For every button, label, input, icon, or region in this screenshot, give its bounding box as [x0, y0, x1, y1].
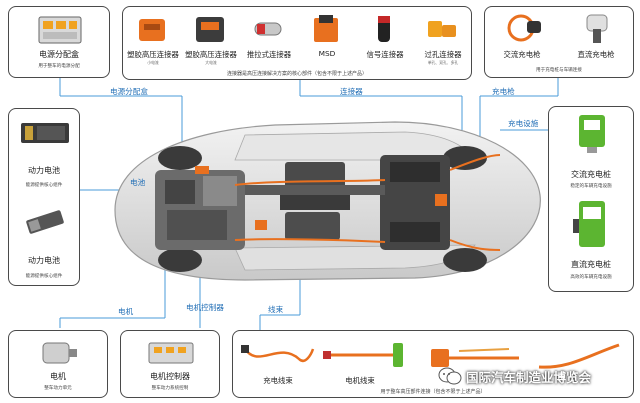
motor-harness-icon [323, 343, 403, 367]
battery-subtitle: 能源提供核心组件 [25, 183, 63, 188]
callout-power-box: 电源分配盒 [110, 87, 148, 96]
harness-panel: 充电线束 电机线束 用于整车高压部件连接（包含不限于上述产品） [232, 330, 634, 398]
connector-label: 信号连接器 [366, 50, 404, 59]
connector-sub: 小电流 [147, 60, 159, 65]
ac-charging-pile-subtitle: 稳定的车辆充电设施 [570, 184, 612, 189]
motor-title: 电机 [50, 372, 66, 381]
chargers-panel: 交流充电桩 稳定的车辆充电设施 直流充电桩 高效的车辆充电设施 [548, 106, 634, 292]
ac-charging-gun-label: 交流充电枪 [503, 50, 541, 59]
motor-subtitle: 整车动力单元 [44, 386, 72, 391]
motor-icon [42, 342, 77, 364]
ac-charging-gun-icon [507, 14, 541, 42]
charging-harness-icon [241, 345, 315, 363]
connector-item-signal: 信号连接器 [361, 11, 409, 67]
harness-caption: 用于整车高压部件连接（包含不限于上述产品） [380, 389, 486, 395]
connector-label: 推拉式连接器 [246, 50, 292, 59]
hv-harness-icon [431, 343, 620, 369]
connector-item-plastic-small: 塑胶高压连接器 小电流 [127, 11, 179, 67]
callout-harness: 线束 [268, 305, 284, 314]
battery-pack-icon [21, 123, 69, 143]
signal-connector-icon [378, 16, 390, 42]
car-illustration [114, 121, 541, 281]
motor-controller-panel: 电机控制器 整车动力系统控制 [120, 330, 220, 398]
ac-charging-pile-title: 交流充电桩 [571, 170, 611, 179]
push-pull-connector-icon [254, 22, 282, 36]
wechat-logo-icon [438, 367, 462, 385]
callout-charging-facility: 充电设施 [508, 119, 539, 128]
watermark: 国际汽车制造业博览会 [438, 361, 638, 391]
plastic-hv-connector-small-icon [139, 19, 165, 41]
charging-harness-label: 充电线束 [263, 376, 293, 385]
connector-label: MSD [318, 49, 336, 58]
power-box-title: 电源分配盒 [39, 50, 79, 59]
battery-title: 动力电池 [28, 256, 60, 265]
motor-controller-icon [148, 342, 194, 364]
power-box-panel: 电源分配盒 用于整车的电源分配 [8, 6, 110, 78]
battery-title: 动力电池 [28, 166, 60, 175]
connector-item-through-hole: 过孔连接器 单孔、双孔、多孔 [419, 11, 467, 67]
battery-subtitle: 能源提供核心组件 [25, 274, 63, 279]
dc-charging-pile-subtitle: 高效的车辆充电设施 [570, 275, 612, 280]
msd-icon [314, 15, 338, 42]
motor-controller-title: 电机控制器 [150, 372, 190, 381]
callout-charging-gun: 充电枪 [492, 87, 515, 96]
batteries-panel: 动力电池 能源提供核心组件 动力电池 能源提供核心组件 [8, 108, 80, 286]
motor-panel: 电机 整车动力单元 [8, 330, 108, 398]
callout-battery: 电池 [130, 178, 146, 187]
connectors-panel: 塑胶高压连接器 小电流 塑胶高压连接器 大电流 推拉式连接器 MSD 信号连接器… [122, 6, 472, 80]
through-hole-connector-icon [428, 21, 456, 37]
plastic-hv-connector-large-icon [196, 17, 224, 42]
dc-charging-gun-icon [586, 14, 608, 43]
power-box-subtitle: 用于整车的电源分配 [38, 64, 80, 69]
power-box-icon [38, 16, 82, 44]
connector-item-msd: MSD [303, 11, 351, 67]
dc-charging-gun-label: 直流充电枪 [577, 50, 615, 59]
charging-guns-caption: 用于充电桩与车辆连接 [536, 68, 582, 73]
callout-connector: 连接器 [340, 87, 363, 96]
charging-guns-panel: 交流充电枪 直流充电枪 用于充电桩与车辆连接 [484, 6, 634, 78]
dc-charging-pile-title: 直流充电桩 [571, 260, 611, 269]
connector-item-plastic-large: 塑胶高压连接器 大电流 [185, 11, 237, 67]
dc-charging-pile-icon [573, 201, 605, 247]
callout-motor: 电机 [118, 307, 134, 316]
connector-label: 塑胶高压连接器 [127, 50, 179, 59]
battery-module-icon [26, 210, 64, 234]
charging-harness-item: 充电线束 [239, 339, 317, 385]
connector-label: 塑胶高压连接器 [185, 50, 237, 59]
watermark-text: 国际汽车制造业博览会 [466, 369, 592, 385]
connector-sub: 单孔、双孔、多孔 [427, 60, 459, 65]
motor-controller-subtitle: 整车动力系统控制 [151, 386, 189, 391]
connector-label: 过孔连接器 [424, 50, 462, 59]
connectors-caption: 连接器是高压连接解决方案的核心部件（包含不限于上述产品） [226, 71, 367, 77]
motor-harness-label: 电机线束 [345, 376, 375, 385]
callout-motor-controller: 电机控制器 [186, 303, 224, 312]
connector-sub: 大电流 [205, 60, 217, 65]
connector-item-push-pull: 推拉式连接器 [245, 11, 293, 67]
ac-charging-pile-icon [579, 115, 605, 153]
motor-harness-item: 电机线束 [321, 339, 431, 385]
